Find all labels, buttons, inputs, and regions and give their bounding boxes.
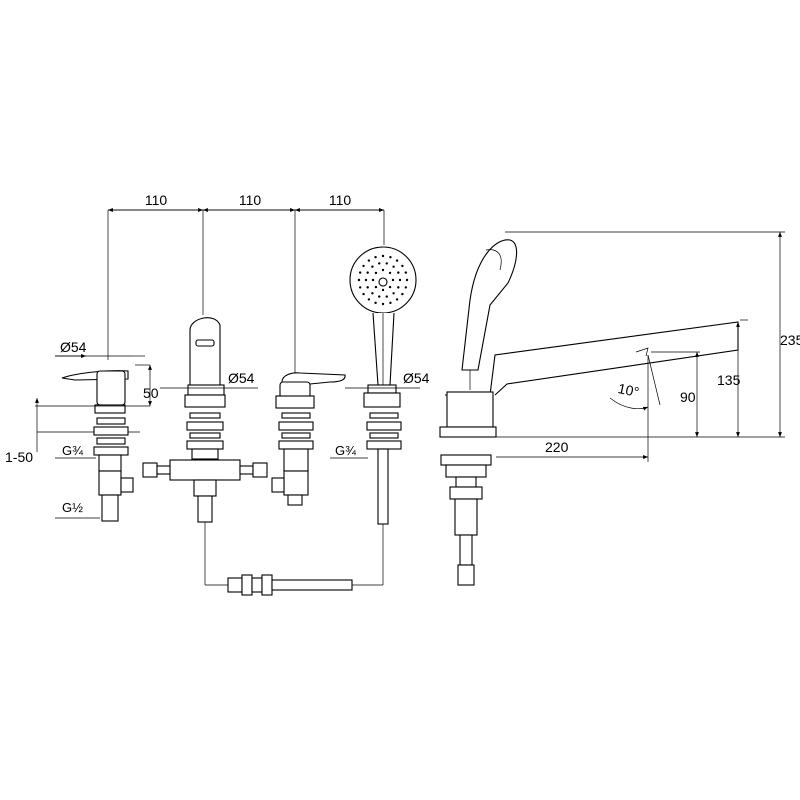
nozzle-dot — [395, 298, 399, 301]
angle-label-10: 10° — [617, 380, 641, 400]
nozzle-dot — [397, 271, 400, 274]
nozzle-dot — [392, 292, 395, 295]
side-view-spout — [439, 239, 739, 586]
nozzle-dot — [404, 271, 408, 274]
height-label-50: 50 — [143, 385, 159, 401]
dia-label-shower: Ø54 — [403, 370, 430, 386]
dia-label-spout: Ø54 — [228, 370, 255, 386]
nozzle-dot — [388, 271, 392, 275]
nozzle-dot — [364, 278, 368, 282]
nozzle-dot — [404, 286, 408, 289]
nozzle-dot — [385, 262, 388, 265]
nozzle-dot — [374, 271, 378, 275]
nozzle-dot — [367, 298, 371, 301]
nozzle-dot — [374, 301, 377, 305]
nozzle-dot — [388, 285, 392, 289]
nozzle-dot — [398, 278, 402, 282]
shower-hose — [205, 574, 383, 596]
nozzle-dot — [391, 278, 395, 282]
nozzle-dot — [371, 292, 374, 295]
dia-label-left: Ø54 — [60, 339, 87, 355]
nozzle-dot — [378, 262, 381, 265]
nozzle-dot — [367, 259, 371, 262]
nozzle-dot — [389, 255, 392, 259]
right-valve — [271, 372, 346, 506]
nozzle-dot — [371, 265, 374, 268]
side-view-dimensions: 235 135 90 220 10° — [496, 231, 800, 462]
nozzle-dot — [371, 278, 375, 282]
spacing-dimension: 110 110 110 — [107, 192, 385, 378]
spacing-label-3: 110 — [329, 192, 352, 208]
nozzle-dot — [392, 265, 395, 268]
height-label-235: 235 — [780, 332, 800, 348]
nozzle-dot — [366, 271, 369, 274]
spout: Ø54 — [142, 317, 268, 585]
nozzle-dot — [357, 278, 361, 282]
height-label-90: 90 — [680, 389, 696, 405]
nozzle-dot — [358, 286, 362, 289]
nozzle-dot — [366, 286, 369, 289]
thread-label-g34-left: G¾ — [62, 443, 83, 458]
nozzle-dot — [362, 264, 365, 268]
nozzle-dot — [385, 295, 388, 298]
left-valve: Ø54 50 1-50 G¾ G½ — [5, 339, 159, 522]
height-label-135: 135 — [717, 372, 741, 388]
nozzle-dot — [381, 254, 385, 258]
nozzle-dot — [405, 278, 409, 282]
hand-shower: Ø54 G¾ — [330, 246, 430, 585]
nozzle-dot — [358, 271, 362, 274]
nozzle-dot — [378, 295, 381, 298]
nozzle-dot — [381, 288, 385, 292]
nozzle-dot — [374, 255, 377, 259]
nozzle-dot — [381, 302, 385, 306]
thread-label-g12: G½ — [62, 500, 83, 515]
projection-label-220: 220 — [545, 439, 569, 455]
spacing-label-1: 110 — [145, 192, 168, 208]
range-label-1-50: 1-50 — [5, 449, 33, 465]
spacing-label-2: 110 — [239, 192, 262, 208]
nozzle-dot — [401, 264, 404, 268]
nozzle-dot — [395, 259, 399, 262]
nozzle-dot — [397, 286, 400, 289]
nozzle-dot — [381, 268, 385, 272]
nozzle-dot — [401, 292, 404, 296]
nozzle-dot — [362, 292, 365, 296]
nozzle-dot — [374, 285, 378, 289]
nozzle-dot — [389, 301, 392, 305]
thread-label-g34-right: G¾ — [335, 443, 356, 458]
